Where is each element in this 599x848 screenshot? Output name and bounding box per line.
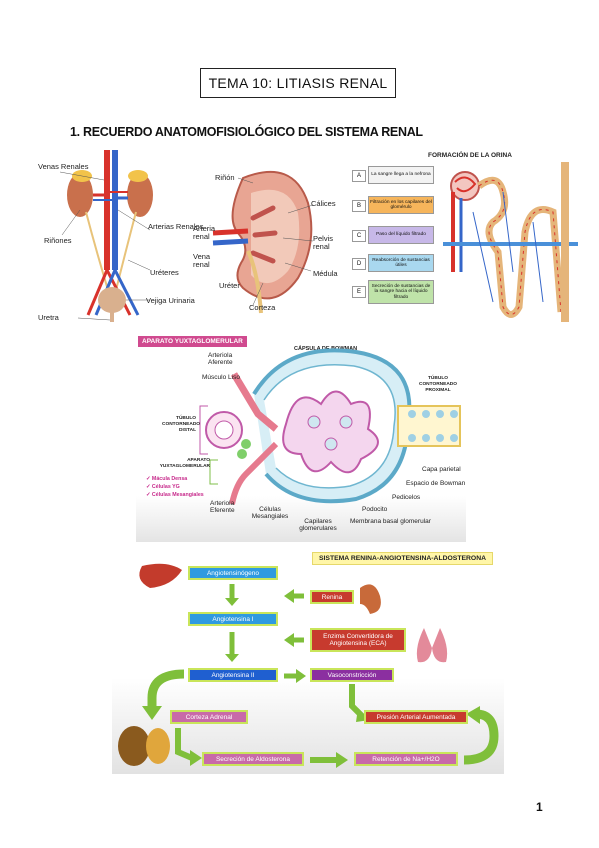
page-title: TEMA 10: LITIASIS RENAL — [200, 68, 396, 98]
kidney-figure: Riñón Cálices Arteria renal Pelvis renal… — [193, 163, 343, 315]
legend-celulas-yg-text: Células YG — [151, 484, 180, 490]
legend-celulas-yg: ✓ Células YG — [146, 484, 180, 490]
node-vasoconstriction: Vasoconstricción — [310, 668, 394, 682]
label-pelvis-renal: Pelvis renal — [313, 234, 334, 251]
label-podocyte: Podocito — [362, 506, 388, 513]
label-vena-renal: Vena renal — [193, 252, 211, 269]
node-pressure: Presión Arterial Aumentada — [364, 710, 468, 724]
raas-arrows — [118, 563, 499, 768]
label-capillaries: Capilares glomerulares — [299, 518, 337, 532]
label-proximal: TÚBULO CONTORNEADO PROXIMAL — [418, 376, 458, 393]
label-efferent: Arteriola Eferente — [210, 500, 235, 514]
label-rinones: Riñones — [44, 236, 72, 245]
step-box-d: Reabsorción de sustancias útiles — [368, 254, 434, 272]
raas-title: SISTEMA RENINA-ANGIOTENSINA-ALDOSTERONA — [312, 552, 494, 565]
glomerulus-illustration — [199, 348, 461, 505]
node-angiotensin-1: Angiotensina I — [188, 612, 278, 626]
label-uretra: Uretra — [38, 313, 59, 322]
step-letter-d: D — [352, 258, 366, 270]
label-corteza: Corteza — [249, 303, 276, 312]
label-ureteres: Uréteres — [150, 268, 179, 277]
legend-macula-densa: ✓ Mácula Densa — [146, 476, 188, 482]
label-arterias-renales: Arterias Renales — [148, 222, 204, 231]
label-afferent: Arteriola Aferente — [208, 352, 233, 366]
step-letter-b: B — [352, 200, 366, 212]
urine-formation-title: FORMACIÓN DE LA ORINA — [428, 152, 512, 159]
label-smooth-muscle: Músculo Liso — [202, 374, 240, 381]
step-box-a: La sangre llega a la nefrona — [368, 166, 434, 184]
urinary-system-illustration — [59, 150, 153, 322]
juxta-bottom-shade — [136, 496, 466, 542]
label-pedicels: Pedicelos — [392, 494, 421, 501]
node-angiotensinogen: Angiotensinógeno — [188, 566, 278, 580]
node-eca: Enzima Convertidora de Angiotensina (ECA… — [310, 628, 406, 652]
label-rinon: Riñón — [215, 173, 235, 182]
urinary-system-figure: Venas Renales Arterias Renales Riñones U… — [38, 150, 203, 325]
node-adrenal-cortex: Corteza Adrenal — [170, 710, 248, 724]
label-bowman-space: Espacio de Bowman — [406, 480, 466, 487]
node-retention: Retención de Na+/H2O — [354, 752, 458, 766]
label-distal: TÚBULO CONTORNEADO DISTAL — [162, 416, 201, 433]
juxtaglomerular-figure: APARATO YUXTAGLOMERULAR CÁPSULA DE BOWMA… — [136, 334, 466, 542]
label-calices: Cálices — [311, 199, 336, 208]
label-arteria-renal: Arteria renal — [193, 224, 216, 241]
label-membrane: Membrana basal glomerular — [350, 518, 431, 525]
section-heading: 1. RECUERDO ANATOMOFISIOLÓGICO DEL SISTE… — [70, 125, 423, 139]
juxta-header: APARATO YUXTAGLOMERULAR — [138, 336, 247, 347]
page-title-text: TEMA 10: LITIASIS RENAL — [208, 75, 388, 91]
step-letter-c: C — [352, 230, 366, 242]
page-number: 1 — [536, 800, 543, 814]
step-box-b: Filtración en los capilares del glomérul… — [368, 196, 434, 214]
node-angiotensin-2: Angiotensina II — [188, 668, 278, 682]
label-parietal: Capa parietal — [422, 466, 461, 473]
urine-formation-figure: FORMACIÓN DE LA ORINA A La sangre llega … — [348, 150, 578, 325]
step-letter-a: A — [352, 170, 366, 182]
node-renin: Renina — [310, 590, 354, 604]
node-aldosterone: Secreción de Aldosterona — [202, 752, 304, 766]
legend-celulas-mesangiales-text: Células Mesangiales — [151, 492, 204, 498]
legend-macula-densa-text: Mácula Densa — [151, 476, 188, 482]
legend-celulas-mesangiales: ✓ Células Mesangiales — [146, 492, 204, 498]
label-venas-renales: Venas Renales — [38, 162, 89, 171]
label-ureter: Uréter — [219, 281, 240, 290]
kidney-cross-section-illustration — [212, 170, 314, 314]
nephron-illustration — [443, 162, 578, 322]
label-vejiga: Vejiga Urinaria — [146, 296, 195, 305]
label-medula: Médula — [313, 269, 338, 278]
step-letter-e: E — [352, 286, 366, 298]
step-box-c: Paso del líquido filtrado — [368, 226, 434, 244]
step-box-e: Secreción de sustancias de la sangre hac… — [368, 280, 434, 304]
label-mesangial: Células Mesangiales — [251, 506, 289, 520]
raas-figure: SISTEMA RENINA-ANGIOTENSINA-ALDOSTERONA — [112, 548, 504, 774]
label-apparatus: APARATO YUXTAGLOMERULAR — [159, 458, 210, 469]
